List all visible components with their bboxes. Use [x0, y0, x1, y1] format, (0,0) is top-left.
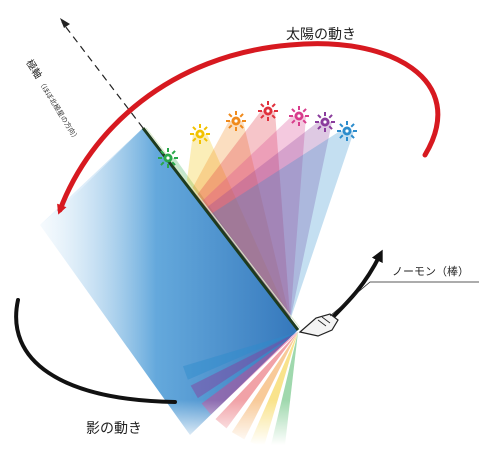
shadow-motion-arrow — [14, 298, 177, 404]
hand-icon — [298, 313, 339, 337]
sun-ray-line — [317, 114, 322, 119]
sun-ray-line — [160, 150, 165, 155]
sun-ray-line — [192, 137, 197, 142]
sun-icon — [315, 112, 335, 132]
light-ray — [205, 122, 332, 320]
sun-ray-line — [171, 161, 176, 166]
gnomon-callout-line — [329, 281, 479, 317]
shadow-motion-label: 影の動き — [86, 421, 142, 437]
sun-ray-line — [317, 125, 322, 130]
sun-ray-line — [350, 134, 355, 139]
sun-icon — [158, 148, 178, 168]
gnomon-rod-highlight — [145, 127, 301, 329]
shadow-ray — [190, 332, 298, 399]
sun-ray-line — [171, 150, 176, 155]
sun-ray-line — [350, 123, 355, 128]
sun-core — [234, 119, 238, 123]
sun-core — [166, 156, 170, 160]
sun-core — [345, 129, 349, 133]
sun-motion-arrow — [57, 41, 441, 215]
sun-ray-line — [260, 114, 265, 119]
shadow-ray — [201, 332, 298, 415]
sun-ray-line — [271, 114, 276, 119]
sun-icon — [337, 121, 357, 141]
gnomon-label: ノーモン（棒） — [392, 265, 469, 278]
sun-core — [266, 109, 270, 113]
sun-ray-line — [203, 137, 208, 142]
light-ray — [195, 111, 291, 320]
light-ray — [200, 116, 306, 320]
sun-ray-line — [228, 124, 233, 129]
shadow-rays — [150, 332, 350, 449]
polar-axis-arrowhead — [60, 18, 70, 28]
sun-icon — [258, 101, 278, 121]
light-ray — [209, 131, 354, 320]
sun-ray-line — [271, 103, 276, 108]
sun-core — [198, 132, 202, 136]
sun-ray-line — [228, 113, 233, 118]
rotation-arrow — [328, 249, 383, 322]
sun-icon — [190, 124, 210, 144]
sun-ray-line — [239, 124, 244, 129]
sun-icon — [289, 106, 309, 126]
sun-ray-line — [302, 108, 307, 113]
sun-ray-line — [291, 119, 296, 124]
sun-rays — [161, 111, 354, 320]
dial-plate — [40, 128, 298, 435]
light-ray — [186, 134, 291, 320]
sun-ray-line — [203, 126, 208, 131]
sun-icon — [226, 111, 246, 131]
shadow-ray — [182, 332, 298, 380]
sun-core — [297, 114, 301, 118]
sun-ray-line — [291, 108, 296, 113]
sun-ray-line — [328, 114, 333, 119]
polar-axis-line — [61, 21, 144, 129]
shadow-fade — [150, 400, 350, 445]
sun-icons — [158, 101, 357, 168]
sun-ray-line — [260, 103, 265, 108]
sun-ray-line — [339, 134, 344, 139]
sun-ray-line — [328, 125, 333, 130]
light-ray — [191, 121, 291, 320]
sun-ray-line — [192, 126, 197, 131]
sun-ray-line — [339, 123, 344, 128]
sun-ray-line — [160, 161, 165, 166]
sun-ray-line — [302, 119, 307, 124]
sun-core — [323, 120, 327, 124]
sun-ray-line — [239, 113, 244, 118]
sun-motion-label: 太陽の動き — [286, 27, 356, 43]
